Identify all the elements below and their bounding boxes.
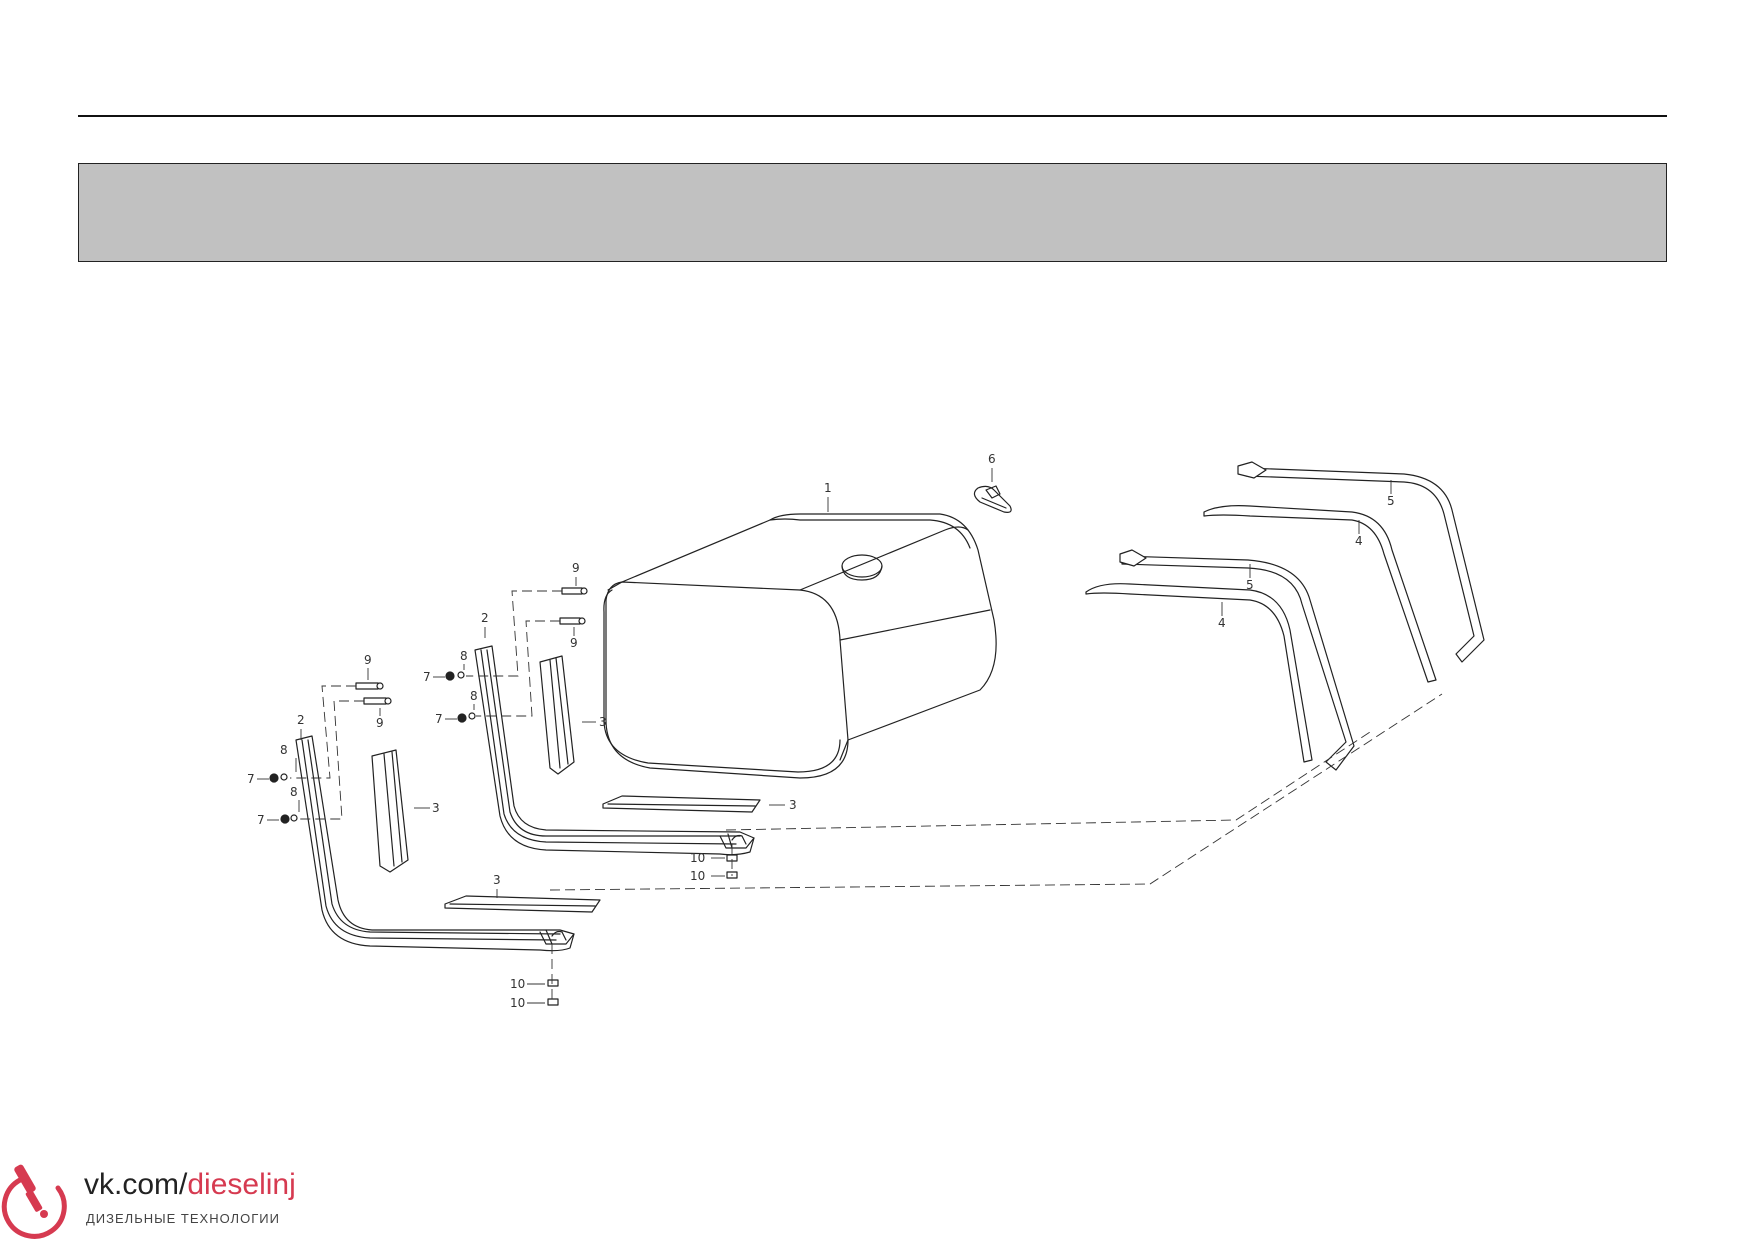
- filler-cap: [973, 485, 1012, 513]
- callout-5-front: 5: [1246, 578, 1254, 592]
- nut-7c: [445, 671, 455, 681]
- callout-6: 6: [988, 452, 996, 466]
- callout-10-front-top: 10: [510, 977, 525, 991]
- callout-3-rear-vertical: 3: [599, 715, 607, 729]
- callout-7-front-top: 7: [247, 772, 255, 786]
- nut-10d: [547, 998, 559, 1006]
- callout-9-front-bottom: 9: [376, 716, 384, 730]
- rubber-pad-front-vertical: [371, 749, 409, 873]
- callout-8-rear-bottom: 8: [470, 689, 478, 703]
- callout-10-rear-bottom: 10: [690, 869, 705, 883]
- callout-10-front-bottom: 10: [510, 996, 525, 1010]
- strap-5-rear: [1237, 461, 1485, 663]
- nut-7a: [269, 773, 279, 783]
- callout-5-rear: 5: [1387, 494, 1395, 508]
- watermark-url-prefix: vk.com/: [84, 1168, 188, 1201]
- mounting-strap-front: [295, 735, 575, 952]
- washer-8b: [290, 814, 298, 822]
- nut-10c: [547, 979, 559, 987]
- callout-9-rear-bottom: 9: [570, 636, 578, 650]
- callout-1: 1: [824, 481, 832, 495]
- callout-4-front: 4: [1218, 616, 1226, 630]
- strap-4-rear: [1203, 505, 1437, 683]
- callout-3-front-horizontal: 3: [493, 873, 501, 887]
- watermark-url-accent: dieselinj: [187, 1168, 296, 1201]
- callout-2-rear: 2: [481, 611, 489, 625]
- bolt-9b: [363, 697, 392, 705]
- callout-10-rear-top: 10: [690, 851, 705, 865]
- nut-7b: [280, 814, 290, 824]
- nut-7d: [457, 713, 467, 723]
- fuel-injector-logo-icon: [1, 1164, 67, 1239]
- callout-9-rear-top: 9: [572, 561, 580, 575]
- callout-7-rear-top: 7: [423, 670, 431, 684]
- washer-8d: [468, 712, 476, 720]
- callout-3-front-vertical: 3: [432, 801, 440, 815]
- strap-4-front: [1085, 583, 1313, 763]
- callout-8-front-bottom: 8: [290, 785, 298, 799]
- washer-8c: [457, 671, 465, 679]
- callout-8-rear-top: 8: [460, 649, 468, 663]
- callout-9-front-top: 9: [364, 653, 372, 667]
- bolt-9d: [559, 617, 586, 625]
- callout-8-front-top: 8: [280, 743, 288, 757]
- callout-7-front-bottom: 7: [257, 813, 265, 827]
- title-banner: [78, 163, 1667, 262]
- watermark-url[interactable]: vk.com/dieselinj: [84, 1168, 296, 1202]
- nut-10b: [726, 871, 738, 879]
- mounting-strap-rear: [474, 645, 755, 856]
- strap-5-front: [1119, 549, 1355, 771]
- callout-2-front: 2: [297, 713, 305, 727]
- watermark-subtitle: ДИЗЕЛЬНЫЕ ТЕХНОЛОГИИ: [86, 1211, 280, 1226]
- callout-4-rear: 4: [1355, 534, 1363, 548]
- leader-lines: [257, 468, 1392, 1004]
- header-rule: [78, 115, 1667, 117]
- bolt-9c: [561, 587, 588, 595]
- bolt-9a: [355, 682, 384, 690]
- washer-8a: [280, 773, 288, 781]
- rubber-pad-rear-vertical: [539, 655, 575, 775]
- rubber-pad-rear-horizontal: [602, 795, 761, 813]
- fuel-tank: [603, 513, 997, 779]
- rubber-pad-front-horizontal: [444, 895, 601, 913]
- callout-7-rear-bottom: 7: [435, 712, 443, 726]
- callout-3-rear-horizontal: 3: [789, 798, 797, 812]
- assembly-lines: [290, 590, 1443, 1002]
